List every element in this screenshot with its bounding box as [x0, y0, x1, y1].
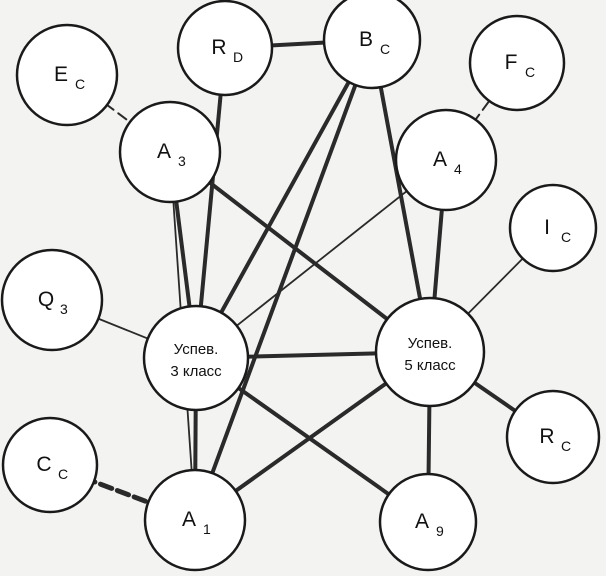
node-circle [176, 0, 274, 97]
node-label: E [54, 63, 68, 86]
node-circle [0, 248, 104, 352]
node-label: A [415, 510, 429, 533]
node-label-subscript: C [58, 466, 68, 482]
node-label-subscript: 3 [60, 301, 68, 317]
node-circle [394, 108, 498, 212]
node-label-line1: Успев. [408, 335, 453, 352]
node-U3: Успев. 3 класс [142, 304, 250, 412]
node-label-subscript: D [233, 49, 243, 65]
node-circle [374, 296, 486, 408]
edges-layer [47, 38, 555, 524]
node-circle [378, 472, 478, 572]
node-circle [142, 304, 250, 412]
node-label-subscript: 1 [203, 521, 211, 537]
node-label-subscript: 3 [178, 153, 186, 169]
node-circle [322, 0, 422, 90]
node-label-subscript: C [75, 76, 85, 92]
node-label-subscript: C [561, 438, 571, 454]
node-label: A [433, 148, 447, 171]
node-circle [1, 416, 99, 514]
edge-Bc-U3 [194, 38, 374, 360]
node-U5: Успев. 5 класс [374, 296, 486, 408]
node-circle [505, 389, 601, 485]
node-label: B [359, 28, 373, 51]
node-label: A [182, 508, 196, 531]
node-label: R [211, 36, 226, 59]
node-label-subscript: 9 [436, 523, 444, 539]
node-label: I [544, 216, 550, 239]
node-label: Q [38, 288, 54, 311]
node-label: R [539, 425, 554, 448]
node-label-line1: Успев. [174, 341, 219, 358]
node-label-subscript: 4 [454, 161, 462, 177]
node-label-line2: 3 класс [170, 363, 222, 380]
node-label-line2: 5 класс [404, 357, 456, 374]
node-label-subscript: C [561, 229, 571, 245]
node-circle [15, 23, 119, 127]
node-label: F [505, 51, 518, 74]
node-label-subscript: C [525, 64, 535, 80]
node-circle [118, 100, 222, 204]
node-circle [508, 183, 598, 273]
edge-Bc-A1 [193, 38, 374, 522]
node-circle [468, 14, 566, 112]
node-label-subscript: C [380, 41, 390, 57]
node-label: C [36, 453, 51, 476]
node-circle [143, 468, 247, 572]
node-label: A [157, 140, 171, 163]
